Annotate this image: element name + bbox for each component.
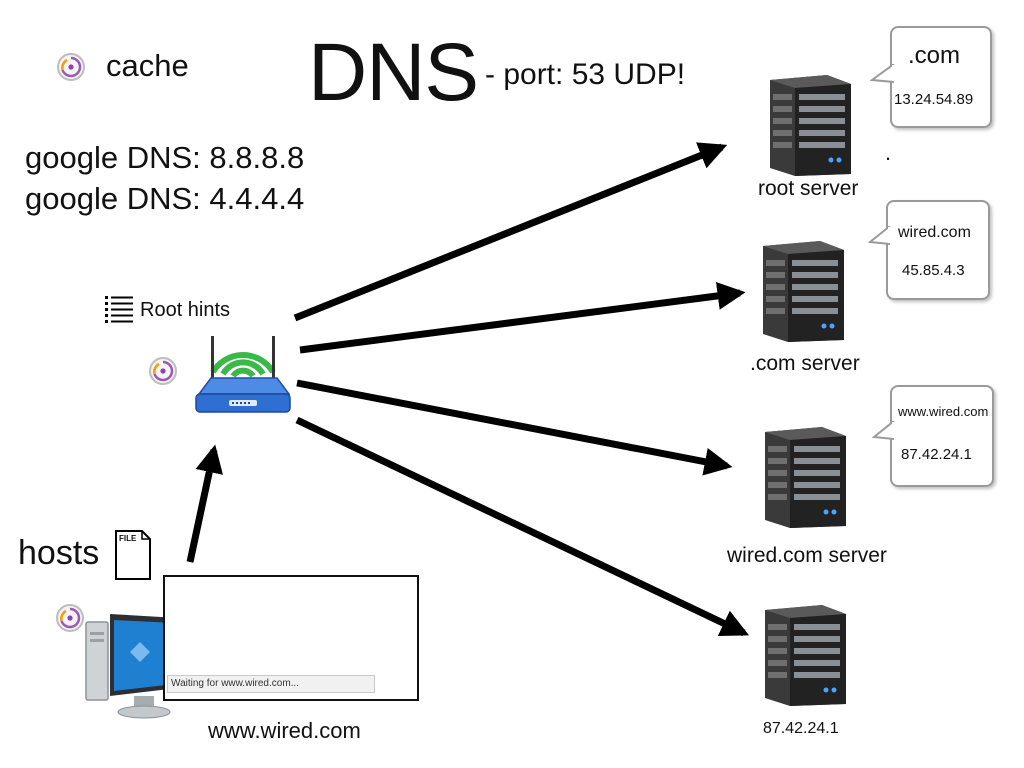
- www-server-ip-label: 87.42.24.1: [763, 720, 839, 737]
- router-icon: [193, 322, 293, 418]
- browser-window: Waiting for www.wired.com...: [163, 575, 419, 701]
- com-bubble-ip: 45.85.4.3: [902, 262, 965, 279]
- root-bubble-name: .com: [908, 42, 961, 69]
- root-hints-label: Root hints: [140, 299, 231, 321]
- www-server-icon: [760, 602, 850, 707]
- arrow-to-www-server: [295, 416, 750, 637]
- arrow-to-root-server: [293, 142, 728, 322]
- list-icon: [104, 294, 134, 324]
- port-subtitle: - port: 53 UDP!: [485, 58, 686, 91]
- com-server-bubble: wired.com 45.85.4.3: [868, 200, 990, 300]
- root-server-bubble: .com 13.24.54.89: [870, 26, 992, 128]
- router-cache-icon: [148, 356, 178, 386]
- root-server-dot: .: [885, 140, 892, 165]
- cache-icon: [56, 52, 86, 82]
- arrow-to-com-server: [299, 281, 746, 354]
- file-icon-text: FILE: [119, 534, 137, 543]
- com-bubble-name: wired.com: [898, 224, 971, 241]
- root-server-icon: [765, 72, 855, 177]
- com-server-icon: [758, 238, 848, 343]
- computer-icon: [80, 612, 180, 720]
- hosts-label: hosts: [18, 534, 100, 572]
- wired-server-icon: [760, 424, 850, 529]
- wired-bubble-ip: 87.42.24.1: [901, 446, 972, 463]
- wired-server-bubble: www.wired.com 87.42.24.1: [872, 385, 994, 487]
- browser-url-caption: www.wired.com: [208, 718, 361, 743]
- wired-bubble-name: www.wired.com: [898, 404, 989, 419]
- arrow-to-wired-server: [296, 379, 733, 476]
- arrow-pc-to-router: [186, 444, 223, 563]
- cache-label: cache: [106, 48, 189, 83]
- pc-cache-icon: [55, 603, 85, 633]
- google-dns-primary: google DNS: 8.8.8.8: [25, 140, 305, 175]
- page-title: DNS: [308, 27, 479, 118]
- com-server-label: .com server: [750, 352, 860, 375]
- browser-status-bar: Waiting for www.wired.com...: [167, 675, 375, 693]
- google-dns-secondary: google DNS: 4.4.4.4: [25, 181, 305, 216]
- file-icon: FILE: [114, 529, 152, 581]
- root-server-label: root server: [758, 177, 859, 200]
- wired-server-label: wired.com server: [727, 544, 887, 567]
- root-bubble-ip: 13.24.54.89: [894, 91, 974, 108]
